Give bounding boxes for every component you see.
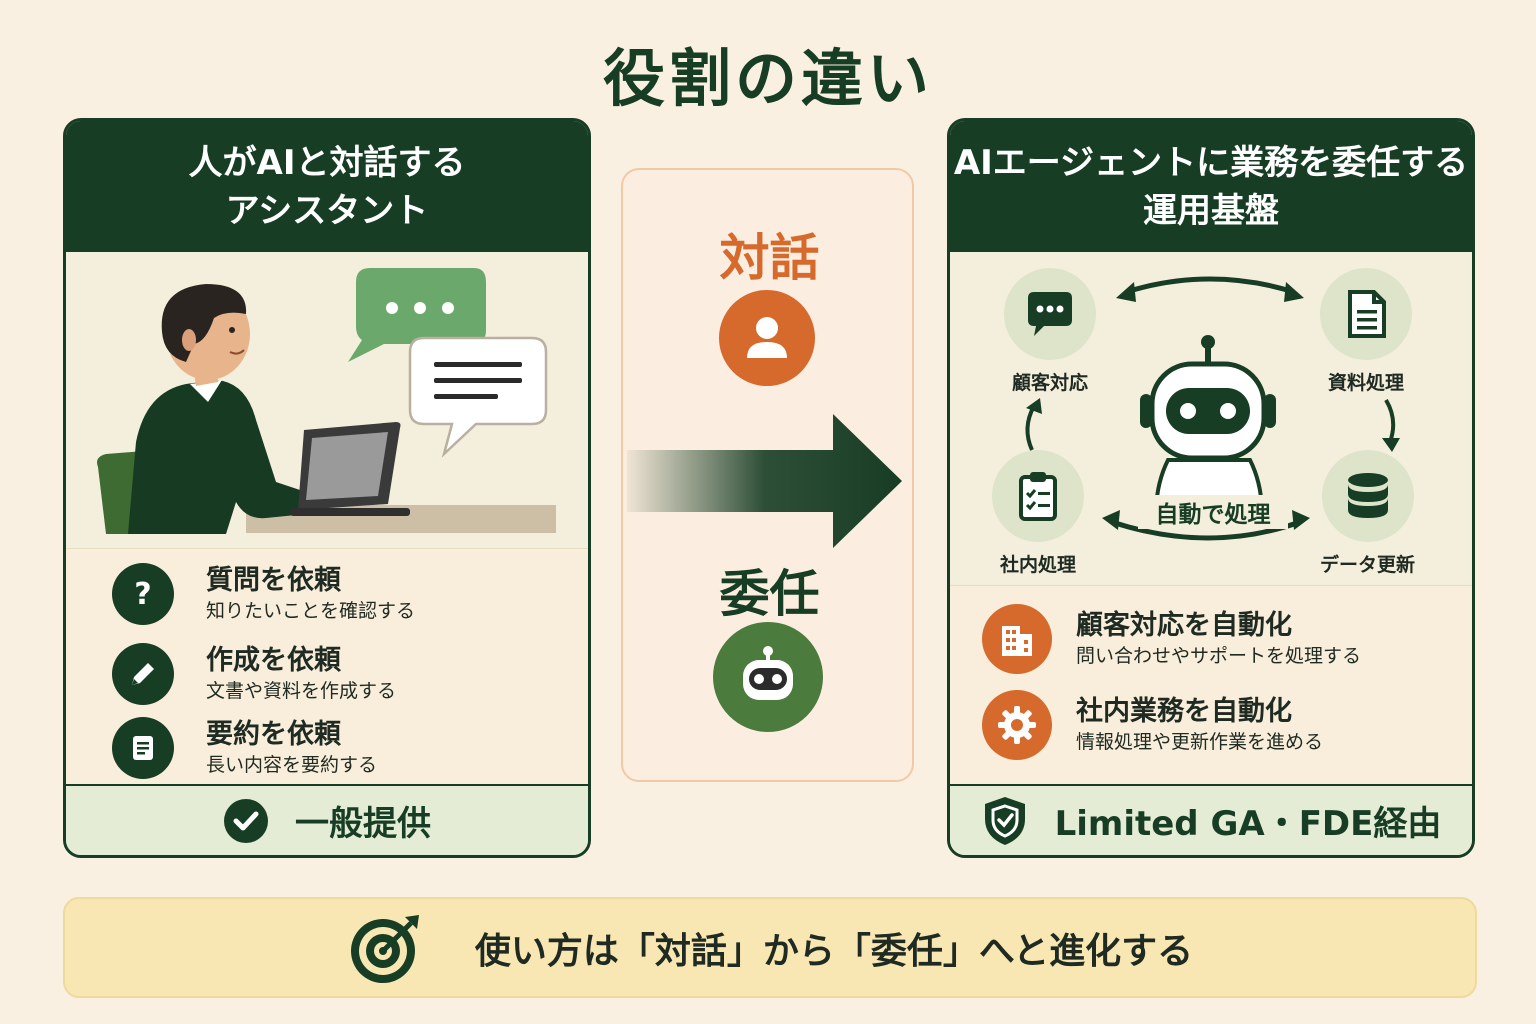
summary-banner: 使い方は「対話」から「委任」へと進化する [63,897,1477,998]
assistant-panel-heading: 人がAIと対話する アシスタント [66,121,588,252]
agent-workflow-illustration: 顧客対応 資料処理 社内処理 データ更新 自動で処理 [950,252,1472,585]
list-item-text: 作成を依頼 文書や資料を作成する [206,644,396,704]
internal-processing-node: 社内処理 [992,450,1084,577]
pencil-icon [112,643,174,705]
assistant-heading-line2: アシスタント [225,190,429,231]
internal-processing-label: 社内処理 [999,554,1076,576]
data-update-node: データ更新 [1320,450,1415,577]
document-processing-node: 資料処理 [1320,268,1412,395]
file-icon [1320,268,1412,360]
list-item-title: 顧客対応を自動化 [1076,610,1292,641]
list-item-title: 要約を依頼 [206,719,341,750]
dialogue-label: 対話 [719,229,820,287]
assistant-panel: 人がAIと対話する アシスタント [63,118,591,858]
list-item-title: 社内業務を自動化 [1076,696,1292,727]
auto-processing-label: 自動で処理 [1138,495,1288,529]
list-item-text: 要約を依頼 長い内容を要約する [206,718,377,778]
list-item-desc: 知りたいことを確認する [206,600,416,622]
gear-icon [982,690,1052,760]
list-item-desc: 長い内容を要約する [206,754,378,776]
delegation-label: 委任 [719,565,820,623]
svg-text:?: ? [134,577,151,611]
list-item: 作成を依頼 文書や資料を作成する [112,643,396,705]
page-title: 役割の違い [602,42,933,115]
user-icon [719,290,815,386]
list-item: 顧客対応を自動化 問い合わせやサポートを処理する [982,604,1361,674]
list-item-title: 作成を依頼 [206,645,341,676]
list-item-text: 顧客対応を自動化 問い合わせやサポートを処理する [1076,609,1361,669]
list-item-desc: 情報処理や更新作業を進める [1076,731,1324,753]
target-icon [350,914,419,983]
data-update-label: データ更新 [1320,554,1416,576]
agent-feature-list: 顧客対応を自動化 問い合わせやサポートを処理する 社内業務を自動化 情報処理や更… [950,585,1472,787]
list-item: ? 質問を依頼 知りたいことを確認する [112,563,415,625]
list-item-desc: 問い合わせやサポートを処理する [1076,645,1362,667]
agent-status-footer: Limited GA・FDE経由 [950,784,1472,855]
list-item: 社内業務を自動化 情報処理や更新作業を進める [982,690,1323,760]
question-icon: ? [112,563,174,625]
agent-heading-line2: 運用基盤 [1143,190,1279,231]
agent-platform-panel: AIエージェントに業務を委任する 運用基盤 [947,118,1475,858]
customer-support-node: 顧客対応 [1004,268,1096,395]
summary-message: 使い方は「対話」から「委任」へと進化する [474,930,1194,972]
clipboard-icon [992,450,1084,542]
arrow-right-icon [627,414,902,548]
assistant-status-footer: 一般提供 [66,784,588,855]
database-icon [1321,450,1414,542]
customer-support-label: 顧客対応 [1011,372,1088,394]
chat-icon [1004,268,1096,360]
list-item-text: 質問を依頼 知りたいことを確認する [206,564,415,624]
building-icon [982,604,1052,674]
list-item: 要約を依頼 長い内容を要約する [112,717,377,779]
list-item-desc: 文書や資料を作成する [206,680,397,702]
agent-panel-heading: AIエージェントに業務を委任する 運用基盤 [950,121,1472,252]
robot-icon [713,622,823,732]
document-icon [112,717,174,779]
document-processing-label: 資料処理 [1327,372,1404,394]
agent-heading-line1: AIエージェントに業務を委任する [953,142,1469,183]
person-laptop-icon [97,268,556,534]
agent-status-label: Limited GA・FDE経由 [1054,804,1442,844]
assistant-heading-line1: 人がAIと対話する [188,142,466,183]
check-circle-icon [224,798,268,843]
list-item-title: 質問を依頼 [206,565,341,596]
list-item-text: 社内業務を自動化 情報処理や更新作業を進める [1076,695,1323,755]
shield-icon [984,796,1025,845]
assistant-status-label: 一般提供 [295,804,431,844]
assistant-feature-list: ? 質問を依頼 知りたいことを確認する 作成を依頼 文書や資料を作成する 要約を… [66,548,588,790]
